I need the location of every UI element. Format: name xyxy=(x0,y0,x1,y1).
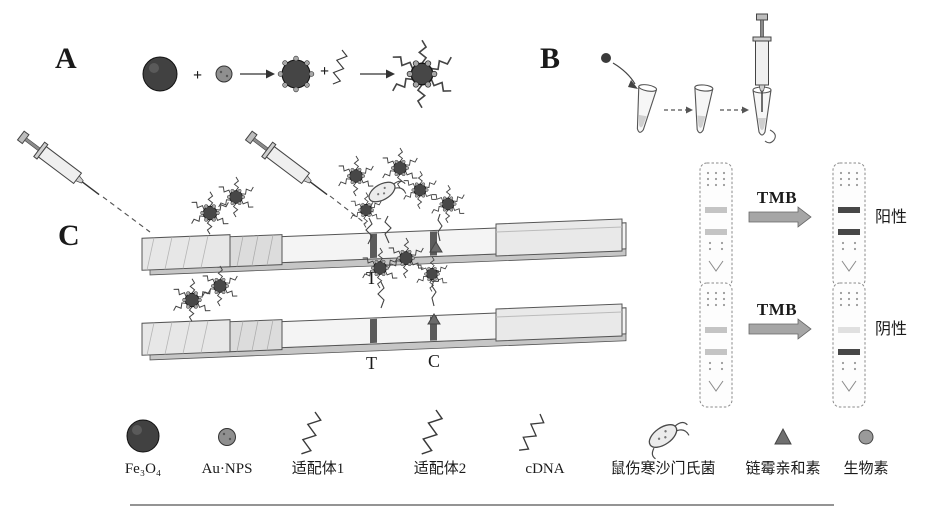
legend-label-fe3o4: Fe₃O₄ xyxy=(125,461,161,477)
streptavidin-icon xyxy=(774,427,792,445)
probe-icon xyxy=(337,156,374,196)
tmb-arrow-icon xyxy=(748,318,812,340)
legend-label-salmonella: 鼠伤寒沙门氏菌 xyxy=(610,459,715,477)
aptamer1-icon xyxy=(297,410,324,458)
curl-icon xyxy=(764,129,776,144)
legend: Fe₃O₄ Au·NPS 适配体1 适配体2 cDNA 鼠伤寒沙门氏菌 链霉亲和… xyxy=(125,408,889,477)
negative-result-label: 阴性 xyxy=(875,320,907,338)
dark-t-band xyxy=(838,207,860,213)
dipstick-before-positive xyxy=(699,162,733,288)
probe-icon xyxy=(172,279,211,322)
panel-c-label: C xyxy=(58,219,80,252)
tmb-label: TMB xyxy=(757,300,797,319)
faint-t-band xyxy=(705,207,727,213)
dark-c-band xyxy=(838,349,860,355)
dashed-arrow-icon xyxy=(720,106,749,114)
salmonella-icon xyxy=(641,413,694,460)
au-nps-icon xyxy=(215,65,233,83)
c-line-label: C xyxy=(428,351,440,371)
legend-label-cdna: cDNA xyxy=(525,461,564,477)
fe3o4-particle-icon xyxy=(142,56,178,92)
faint-c-band xyxy=(705,229,727,235)
plus-sign: + xyxy=(320,63,329,80)
syringe-icon xyxy=(242,127,334,203)
aptamer2-icon xyxy=(417,408,445,458)
streptavidin-icon xyxy=(429,241,443,253)
aptamer-squiggle-icon xyxy=(330,48,349,87)
probe-icon xyxy=(217,177,254,217)
bead-dot-icon xyxy=(601,53,611,63)
probe-complex-icon xyxy=(391,40,454,108)
t-line-label: T xyxy=(366,268,377,288)
probe-icon xyxy=(190,192,229,235)
linker-squiggles xyxy=(365,213,443,245)
linker-squiggles xyxy=(377,279,437,309)
panel-b-label: B xyxy=(540,42,560,75)
probe-icon xyxy=(431,185,466,223)
legend-label-biotin: 生物素 xyxy=(843,460,888,477)
dipstick-after-positive xyxy=(832,162,866,288)
faint-t-band xyxy=(705,327,727,333)
biotin-icon xyxy=(858,429,874,445)
tube-1-icon xyxy=(630,82,658,135)
faint-c-band xyxy=(705,349,727,355)
legend-label-aptamer1: 适配体1 xyxy=(292,460,345,477)
cdna-icon xyxy=(515,411,548,455)
positive-result-label: 阳性 xyxy=(875,208,907,226)
probe-icon xyxy=(403,171,438,209)
plus-sign: + xyxy=(193,67,202,84)
fe3o4-au-conjugate-icon xyxy=(277,55,315,93)
dashed-arrow-icon xyxy=(664,106,693,114)
legend-label-streptavidin: 链霉亲和素 xyxy=(745,460,820,477)
panel-a-label: A xyxy=(55,42,77,75)
tmb-label: TMB xyxy=(757,188,797,207)
au-nps-icon xyxy=(218,428,236,446)
blank-t-band xyxy=(838,327,860,333)
tube-2-icon xyxy=(690,83,714,135)
tmb-arrow-icon xyxy=(748,206,812,228)
dipstick-after-negative xyxy=(832,282,866,408)
test-strip-negative xyxy=(141,303,627,361)
curved-arrow-icon xyxy=(612,62,638,89)
dark-c-band xyxy=(838,229,860,235)
syringe-icon xyxy=(14,127,106,203)
fe3o4-particle-icon xyxy=(126,419,160,453)
t-line-label: T xyxy=(366,353,377,373)
legend-label-au-nps: Au·NPS xyxy=(202,461,253,477)
dashed-drop-line xyxy=(102,196,151,233)
dipstick-before-negative xyxy=(699,282,733,408)
dashed-drop-line xyxy=(329,195,367,225)
arrow-right-icon xyxy=(360,69,395,79)
legend-label-aptamer2: 适配体2 xyxy=(414,460,467,477)
streptavidin-icon xyxy=(427,313,441,325)
arrow-right-icon xyxy=(240,69,275,79)
